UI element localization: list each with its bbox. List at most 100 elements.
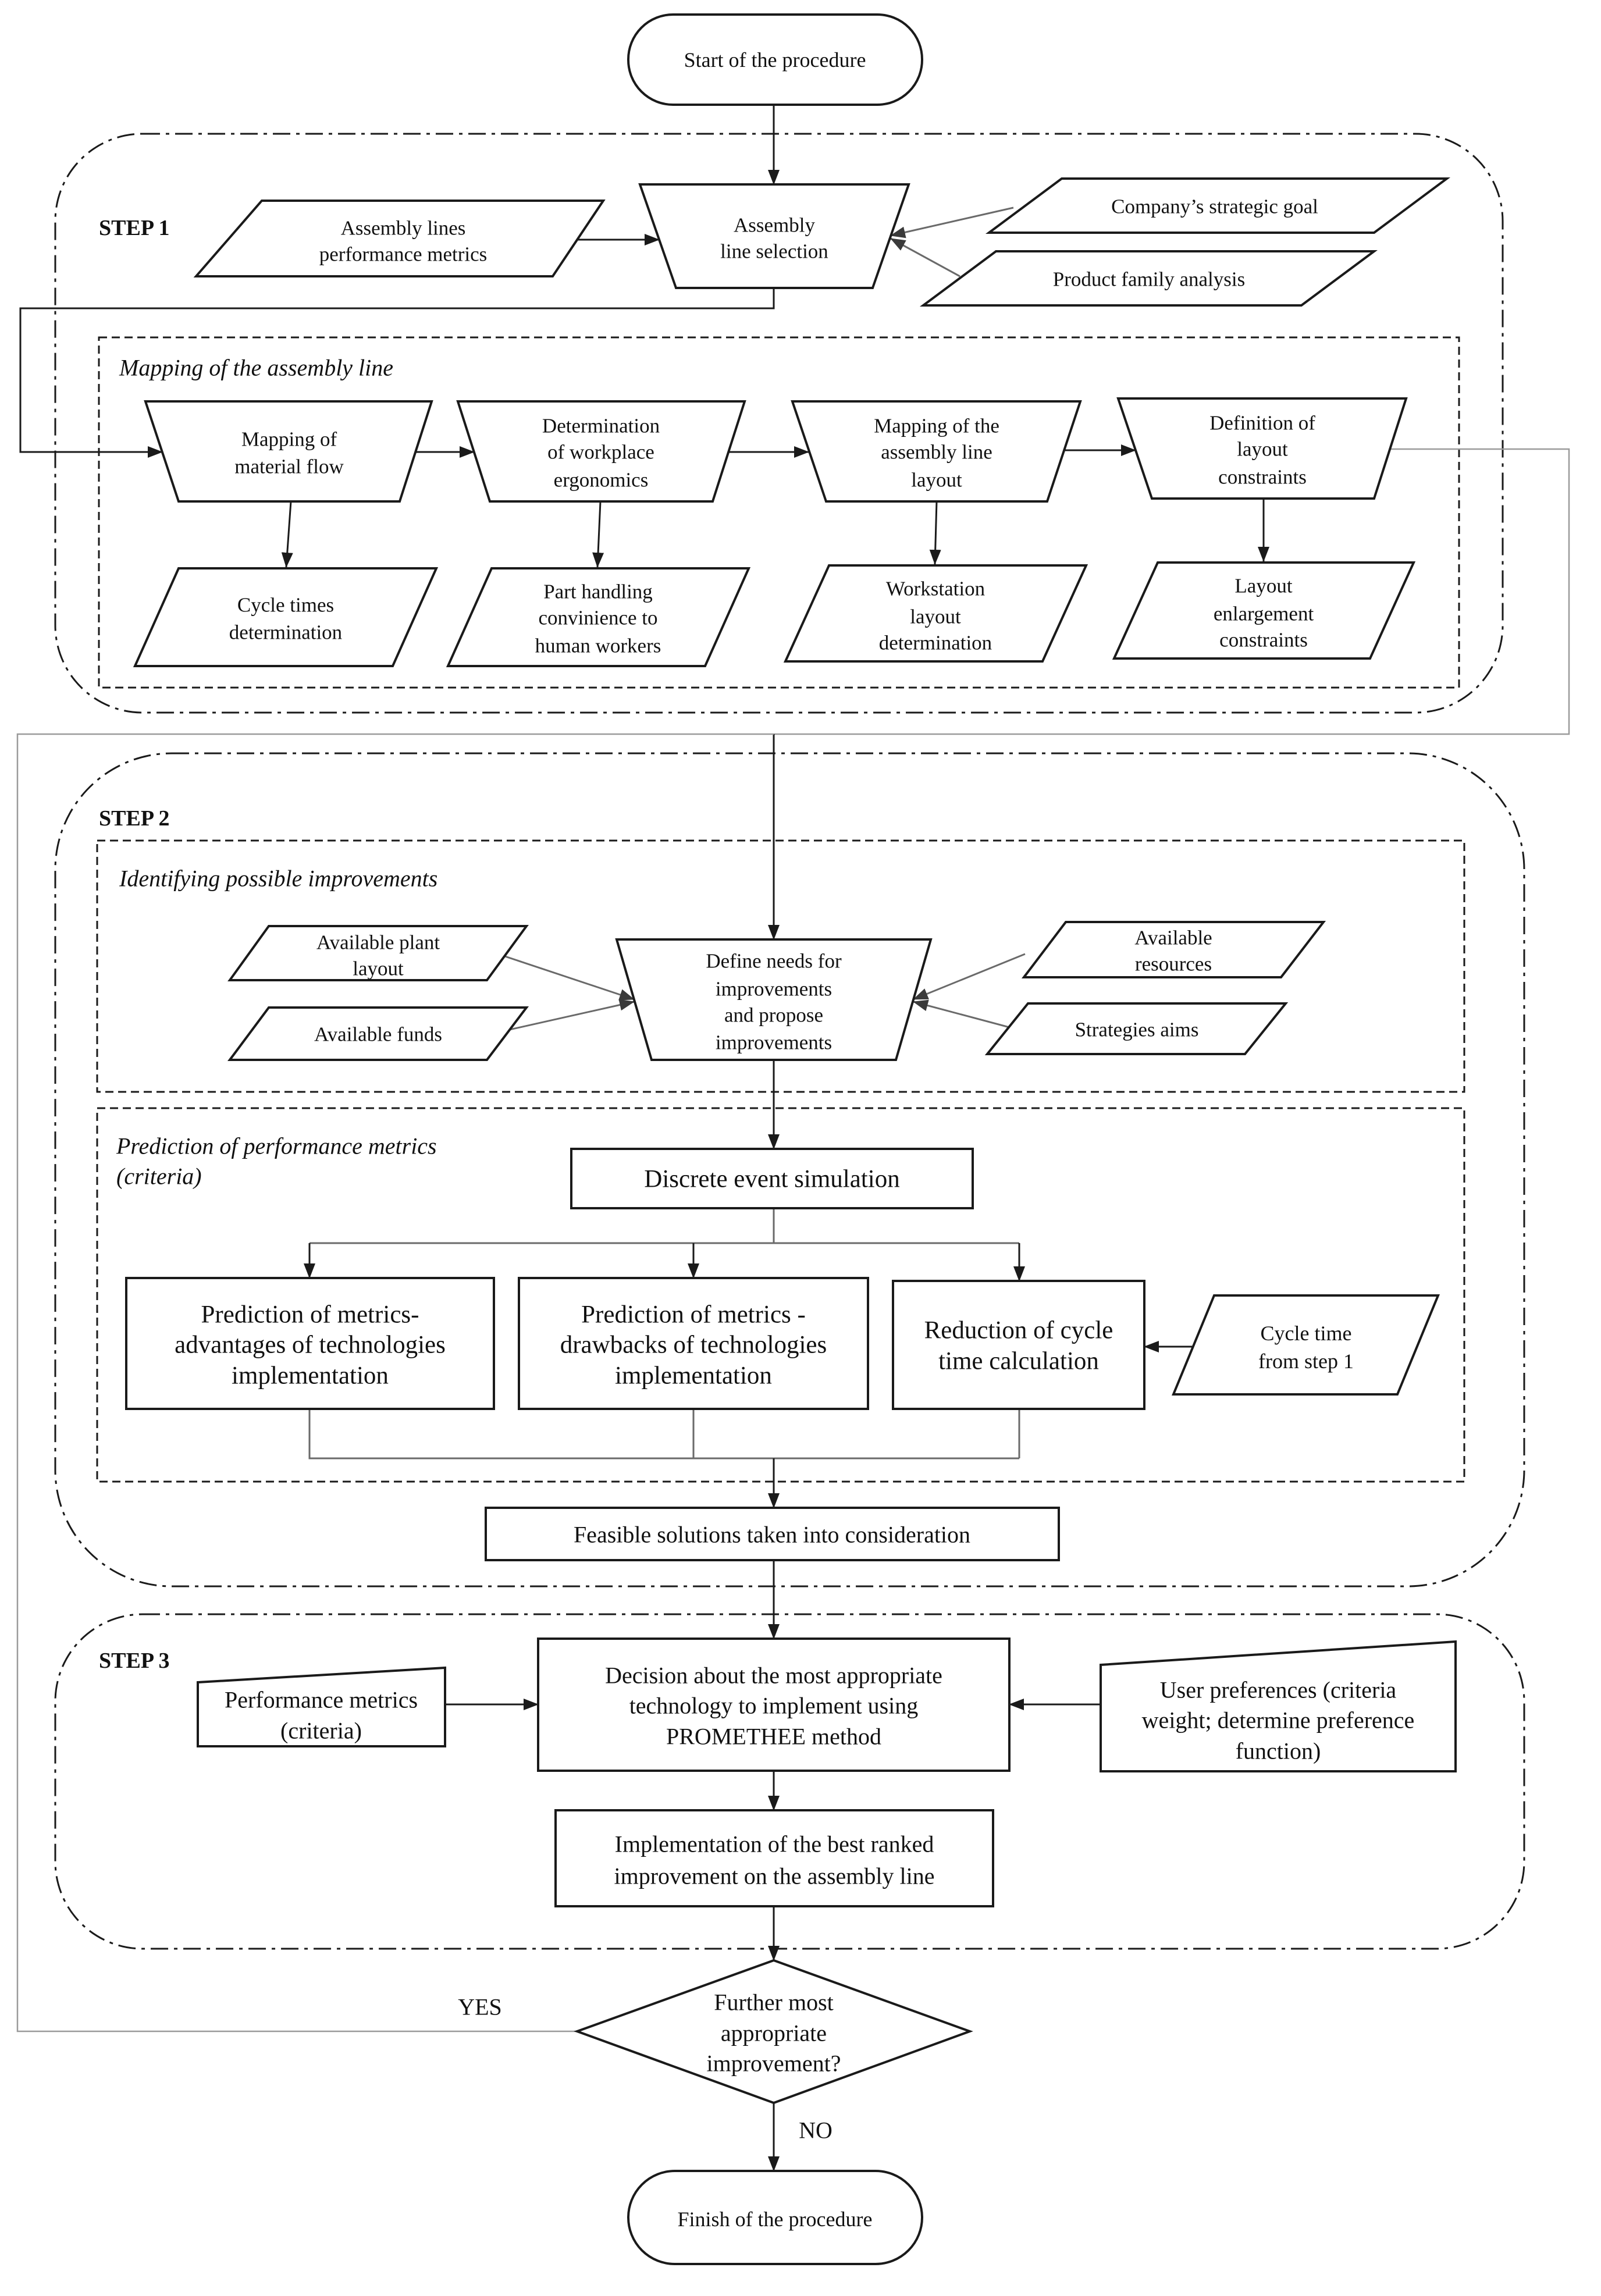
plant-layout-input: Available plant layout (227, 925, 529, 981)
step2-label: STEP 2 (99, 806, 169, 831)
arrow-funds-to-needs (491, 999, 635, 1035)
user-preferences-shape (1100, 1640, 1457, 1772)
funds-input: Available funds (227, 1006, 529, 1061)
advantages-label: implementation (232, 1362, 389, 1390)
define-needs-shape (615, 938, 933, 1061)
operation-label: Determination (542, 415, 660, 437)
operation-label: constraints (1218, 466, 1307, 489)
resources-shape (1021, 921, 1326, 978)
arrow-family-to-selection (890, 237, 960, 277)
cycle-time-shape (1172, 1294, 1440, 1396)
performance-metrics-label: performance metrics (319, 243, 488, 266)
arrow-op2-to-output2 (592, 501, 604, 568)
strategic-goal-shape (985, 177, 1451, 234)
output-cycle-times: Cycle times determination (133, 567, 439, 667)
operation-label: material flow (234, 455, 344, 478)
define-needs-operation: Define needs for improvements and propos… (615, 938, 933, 1061)
plant-layout-shape (227, 925, 529, 981)
operation-label: Mapping of the (874, 415, 999, 437)
performance-metrics-shape (193, 200, 606, 277)
operation-layout-constraints: Definition of layout constraints (1116, 397, 1408, 500)
feasible-solutions-shape (485, 1507, 1060, 1561)
decision-question-label: improvement? (706, 2051, 841, 2077)
operation-line-layout: Mapping of the assembly line layout (791, 400, 1082, 503)
implementation-shape (554, 1809, 994, 1907)
advantages-label: advantages of technologies (175, 1332, 446, 1359)
feasible-solutions-process: Feasible solutions taken into considerat… (485, 1507, 1060, 1561)
feasible-solutions-label: Feasible solutions taken into considerat… (574, 1522, 970, 1548)
funds-label: Available funds (314, 1023, 442, 1046)
criteria-input: Performance metrics (criteria) (197, 1666, 446, 1747)
output-label: layout (910, 606, 961, 628)
output-label: human workers (535, 635, 661, 657)
cycle-reduction-label: time calculation (938, 1348, 1099, 1375)
cycle-time-label: Cycle time (1261, 1322, 1352, 1345)
connector-simulation-split (309, 1208, 1019, 1244)
yes-branch-label: YES (458, 1994, 502, 2020)
arrow-resources-to-needs (913, 953, 1026, 1001)
strategies-aims-input: Strategies aims (984, 1002, 1289, 1055)
cycle-reduction-process: Reduction of cycle time calculation (892, 1280, 1145, 1410)
cycle-time-input: Cycle time from step 1 (1172, 1294, 1440, 1396)
decision-shape (537, 1638, 1011, 1772)
drawbacks-label: Prediction of metrics - (581, 1301, 806, 1329)
simulation-process: Discrete event simulation (570, 1148, 974, 1209)
operation-label: assembly line (881, 441, 992, 464)
prediction-section (96, 1107, 1465, 1483)
step1-region (54, 133, 1504, 714)
resources-label: resources (1135, 953, 1212, 976)
drawbacks-process: Prediction of metrics - drawbacks of tec… (518, 1277, 869, 1410)
output-label: enlargement (1214, 603, 1314, 625)
decision-label: PROMETHEE method (666, 1724, 881, 1750)
mapping-section-label: Mapping of the assembly line (119, 355, 393, 381)
decision-process: Decision about the most appropriate tech… (537, 1638, 1011, 1772)
connector-yes-loop (16, 733, 774, 2032)
step3-region (54, 1613, 1525, 1950)
operation-shape (1116, 397, 1408, 500)
step3-label: STEP 3 (99, 1649, 169, 1673)
criteria-shape (197, 1666, 446, 1747)
define-needs-label: improvements (716, 1031, 832, 1054)
criteria-label: Performance metrics (225, 1687, 418, 1713)
output-label: determination (879, 632, 992, 654)
arrow-goal-to-selection (890, 207, 1014, 239)
performance-metrics-label: Assembly lines (341, 217, 466, 240)
decision-label: Decision about the most appropriate (605, 1663, 942, 1689)
operation-label: Mapping of (241, 428, 337, 451)
output-label: convinience to (538, 607, 657, 629)
decision-question-label: appropriate (721, 2020, 827, 2046)
product-family-shape (919, 250, 1378, 307)
arrow-selection-to-mapping (19, 288, 775, 458)
drawbacks-shape (518, 1277, 869, 1410)
operation-label: ergonomics (554, 469, 649, 492)
improvements-section (96, 839, 1465, 1093)
output-shape (133, 567, 439, 667)
output-label: Cycle times (237, 594, 334, 617)
implementation-label: improvement on the assembly line (614, 1863, 935, 1889)
line-selection-operation: Assembly line selection (638, 183, 910, 289)
advantages-shape (125, 1277, 495, 1410)
strategies-aims-shape (984, 1002, 1289, 1055)
prediction-section-label: (criteria) (116, 1163, 202, 1190)
connector-step1-to-step2 (774, 448, 1570, 735)
user-preferences-label: function) (1236, 1738, 1321, 1764)
further-improvement-decision: Further most appropriate improvement? (574, 1959, 973, 2105)
arrow-plant-layout-to-needs (501, 954, 635, 1001)
output-shape (1112, 561, 1416, 660)
start-terminal-shape (627, 13, 923, 106)
finish-terminal-shape (627, 2170, 923, 2265)
user-preferences-label: User preferences (criteria (1160, 1677, 1397, 1703)
finish-label: Finish of the procedure (678, 2208, 873, 2231)
drawbacks-label: drawbacks of technologies (560, 1332, 827, 1359)
decision-label: technology to implement using (629, 1693, 919, 1719)
operation-label: layout (911, 469, 962, 492)
operation-label: layout (1237, 438, 1288, 461)
start-label: Start of the procedure (684, 48, 866, 72)
step1-label: STEP 1 (99, 216, 169, 240)
funds-shape (227, 1006, 529, 1061)
user-preferences-input: User preferences (criteria weight; deter… (1100, 1640, 1457, 1772)
cycle-reduction-shape (892, 1280, 1145, 1410)
resources-input: Available resources (1021, 921, 1326, 978)
output-shape (446, 567, 751, 667)
